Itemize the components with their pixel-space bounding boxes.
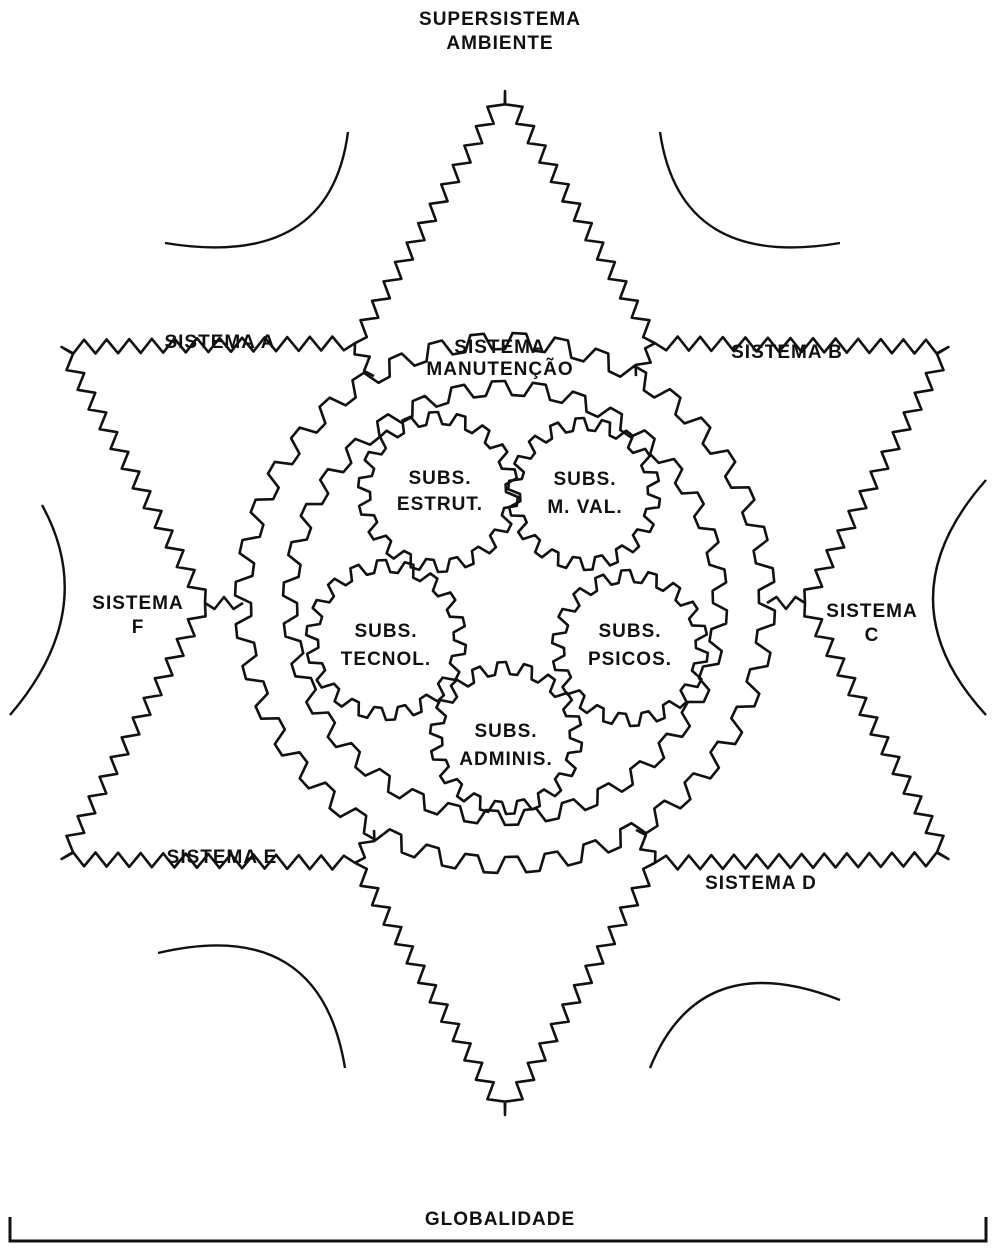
system-divider-line — [205, 597, 243, 609]
system-e-label: SISTEMA E — [132, 846, 312, 870]
subsystem-estrut-line2: ESTRUT. — [380, 492, 500, 518]
subsystem-adminis-label: SUBS. ADMINIS. — [446, 718, 566, 774]
subsystem-estrut-line1: SUBS. — [380, 466, 500, 492]
environment-arc-top-right — [660, 132, 840, 247]
subsystem-tecnol-line1: SUBS. — [326, 618, 446, 646]
subsystem-mval-line2: M. VAL. — [530, 494, 640, 522]
subsystem-mval-label: SUBS. M. VAL. — [530, 466, 640, 522]
system-b-label: SISTEMA B — [702, 341, 872, 365]
system-divider-line — [767, 597, 805, 609]
system-d-label: SISTEMA D — [676, 872, 846, 896]
supersystem-title-line1: SUPERSISTEMA — [400, 8, 600, 32]
subsystem-tecnol-label: SUBS. TECNOL. — [326, 618, 446, 674]
environment-arc-right — [933, 480, 986, 715]
subsystem-adminis-line2: ADMINIS. — [446, 746, 566, 774]
supersystem-title-line2: AMBIENTE — [400, 32, 600, 56]
system-f-label-line1: SISTEMA — [78, 592, 198, 616]
system-divider-line — [636, 830, 655, 863]
subsystem-adminis-line1: SUBS. — [446, 718, 566, 746]
system-f-label: SISTEMA F — [78, 592, 198, 640]
maintenance-system-label-line2: MANUTENÇÃO — [410, 359, 590, 381]
environment-arc-bottom-right — [650, 983, 840, 1068]
system-a-label: SISTEMA A — [140, 331, 300, 355]
environment-arc-top-left — [165, 132, 348, 247]
environment-arc-bottom-left — [158, 945, 345, 1068]
system-divider-line — [355, 343, 374, 376]
subsystem-psicos-label: SUBS. PSICOS. — [570, 618, 690, 674]
maintenance-system-label-line1: SISTEMA — [410, 337, 590, 359]
subsystem-mval-line1: SUBS. — [530, 466, 640, 494]
maintenance-system-label: SISTEMA MANUTENÇÃO — [410, 337, 590, 381]
subsystem-psicos-line1: SUBS. — [570, 618, 690, 646]
system-c-label: SISTEMA C — [812, 600, 932, 648]
system-f-label-line2: F — [78, 616, 198, 640]
supersystem-title: SUPERSISTEMA AMBIENTE — [400, 8, 600, 56]
subsystem-estrut-label: SUBS. ESTRUT. — [380, 466, 500, 518]
subsystem-psicos-line2: PSICOS. — [570, 646, 690, 674]
subsystem-tecnol-line2: TECNOL. — [326, 646, 446, 674]
system-c-label-line1: SISTEMA — [812, 600, 932, 624]
globalidade-label: GLOBALIDADE — [380, 1208, 620, 1232]
system-c-label-line2: C — [812, 624, 932, 648]
environment-arc-left — [10, 505, 65, 715]
